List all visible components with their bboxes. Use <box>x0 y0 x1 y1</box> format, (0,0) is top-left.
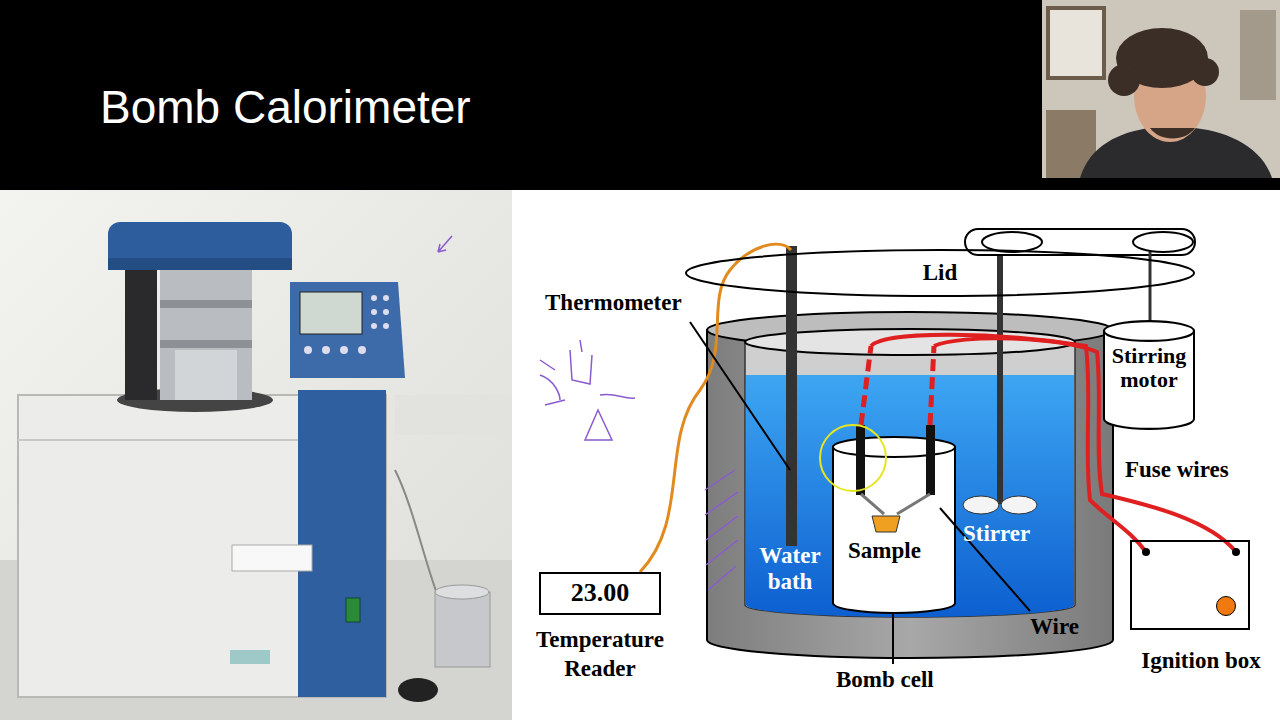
webcam-cabinet <box>1240 10 1276 100</box>
lid-node: Lid <box>685 249 1195 297</box>
pen-sketch <box>540 340 635 440</box>
device-label: Ignition box <box>1125 648 1277 673</box>
reader-node: 23.00Temperature Reader <box>515 570 685 684</box>
webcam-hair <box>1108 64 1140 96</box>
leader-line <box>690 322 790 470</box>
part-label: Water bath <box>750 543 830 596</box>
terminal-dot <box>1142 548 1150 556</box>
device-cylinder <box>160 270 252 400</box>
device-band <box>160 340 252 348</box>
control-button <box>340 346 348 354</box>
device-column <box>125 262 157 400</box>
control-screen <box>300 292 362 334</box>
ignition-wire <box>861 494 930 514</box>
ignition-box <box>1130 540 1250 630</box>
photo-small-cylinder <box>435 592 490 667</box>
webcam-room <box>1042 0 1280 178</box>
sample-cup <box>872 516 900 532</box>
pen-hatching <box>705 470 738 590</box>
bomb-cell-top <box>833 437 955 457</box>
device-band <box>160 300 252 308</box>
control-button <box>383 309 389 315</box>
lid-ellipse <box>686 250 1194 296</box>
control-button <box>322 346 330 354</box>
pulley <box>982 232 1042 252</box>
device-lid-edge <box>108 258 292 270</box>
part-label: Sample <box>848 538 921 564</box>
photo-cap <box>398 678 438 702</box>
temperature-value: 23.00 <box>547 579 653 608</box>
webcam-image <box>1042 0 1280 178</box>
part-label: Thermometer <box>545 290 682 316</box>
bomb-cell <box>833 447 955 613</box>
control-button <box>383 323 389 329</box>
outer-jacket <box>707 330 1113 658</box>
control-button <box>304 346 312 354</box>
slide-title: Bomb Calorimeter <box>100 80 471 134</box>
motor-top <box>1104 321 1194 341</box>
control-panel <box>290 282 405 378</box>
motor-label: Stirring motor <box>1103 344 1195 392</box>
leader-line <box>940 508 1030 611</box>
control-button <box>371 295 377 301</box>
motor-body <box>1104 331 1194 429</box>
webcam-hair <box>1191 58 1219 86</box>
terminal-dot <box>1232 548 1240 556</box>
control-button <box>371 323 377 329</box>
calorimeter-photo <box>0 190 512 720</box>
photo-cylinder-top <box>435 585 489 599</box>
ignition-button <box>1216 596 1236 616</box>
electrode <box>926 425 935 495</box>
title-bar <box>0 0 1280 190</box>
motor-node: Stirring motor <box>1103 320 1195 430</box>
fuse-wire-dashed <box>861 346 934 425</box>
device-side-panel <box>298 390 386 697</box>
pen-arrow <box>438 236 452 252</box>
device-label: Temperature Reader <box>515 625 685 685</box>
part-label: Wire <box>1030 614 1079 640</box>
control-button <box>358 346 366 354</box>
control-button <box>383 295 389 301</box>
pulley <box>1133 232 1193 252</box>
part-label: Stirrer <box>963 521 1030 547</box>
webcam-shirt <box>1080 128 1272 178</box>
pen-circle <box>820 425 886 491</box>
ignition-node: Ignition box <box>1125 540 1277 673</box>
part-label: Fuse wires <box>1125 457 1229 483</box>
webcam-beard <box>1150 128 1195 139</box>
device-sticker <box>232 545 312 571</box>
stirrer-paddle <box>1001 496 1037 514</box>
webcam-window <box>1048 8 1104 78</box>
electrode <box>856 425 865 495</box>
device-seam <box>18 439 298 441</box>
device-plate <box>230 650 270 664</box>
display-box: 23.00 <box>539 572 661 615</box>
part-label: Bomb cell <box>836 667 934 693</box>
stirrer-shaft <box>997 242 1003 504</box>
diagram-ground <box>512 190 1280 720</box>
device-switch <box>346 598 360 622</box>
device-bomb <box>175 350 237 400</box>
leader-line <box>892 612 894 664</box>
photo-wall <box>0 190 512 720</box>
control-button <box>371 309 377 315</box>
device-lid <box>108 222 292 270</box>
photo-keyboard <box>395 395 512 435</box>
lid-label: Lid <box>923 260 958 285</box>
stirrer-paddle <box>963 496 999 514</box>
